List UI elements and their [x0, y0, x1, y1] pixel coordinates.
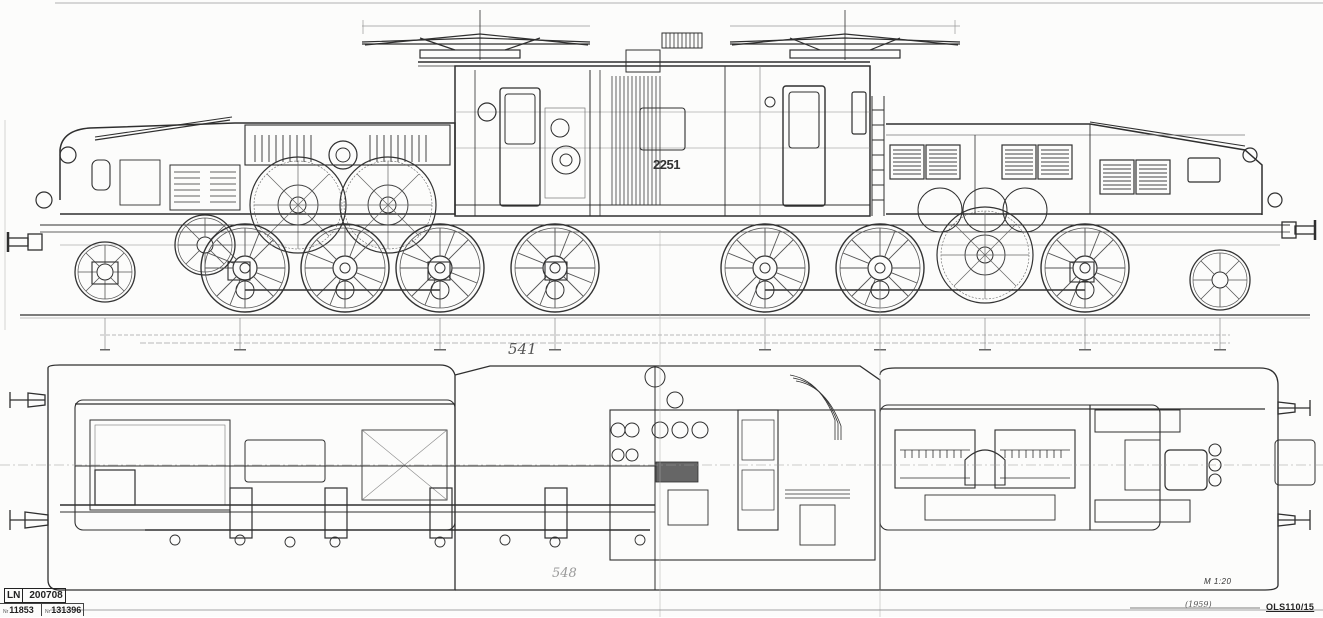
plan-view — [0, 364, 1323, 591]
dimension-ticks — [100, 349, 1226, 351]
dimension-lines — [100, 318, 1230, 350]
archive-stamp: LN 200708 Nr11853 Nr131396 — [0, 585, 84, 616]
scale-label: M 1:20 — [1204, 577, 1232, 586]
side-elevation — [6, 10, 1317, 319]
stamp-fields: Nr11853 Nr131396 — [0, 603, 84, 616]
handwritten-dimension-upper: 541 — [508, 340, 537, 358]
archive-number: 200708 — [29, 590, 63, 601]
archive-number-box: LN 200708 — [4, 588, 66, 603]
handwritten-dimension-lower: 548 — [552, 566, 577, 581]
drawing-number: OLS110/15 — [1266, 602, 1315, 612]
stamp-field-1: Nr11853 — [0, 604, 42, 616]
archive-prefix: LN — [7, 590, 21, 601]
locomotive-number: 2251 — [653, 157, 680, 172]
bottom-note: (1959) — [1185, 600, 1212, 609]
stamp-field-2: Nr131396 — [42, 604, 84, 616]
